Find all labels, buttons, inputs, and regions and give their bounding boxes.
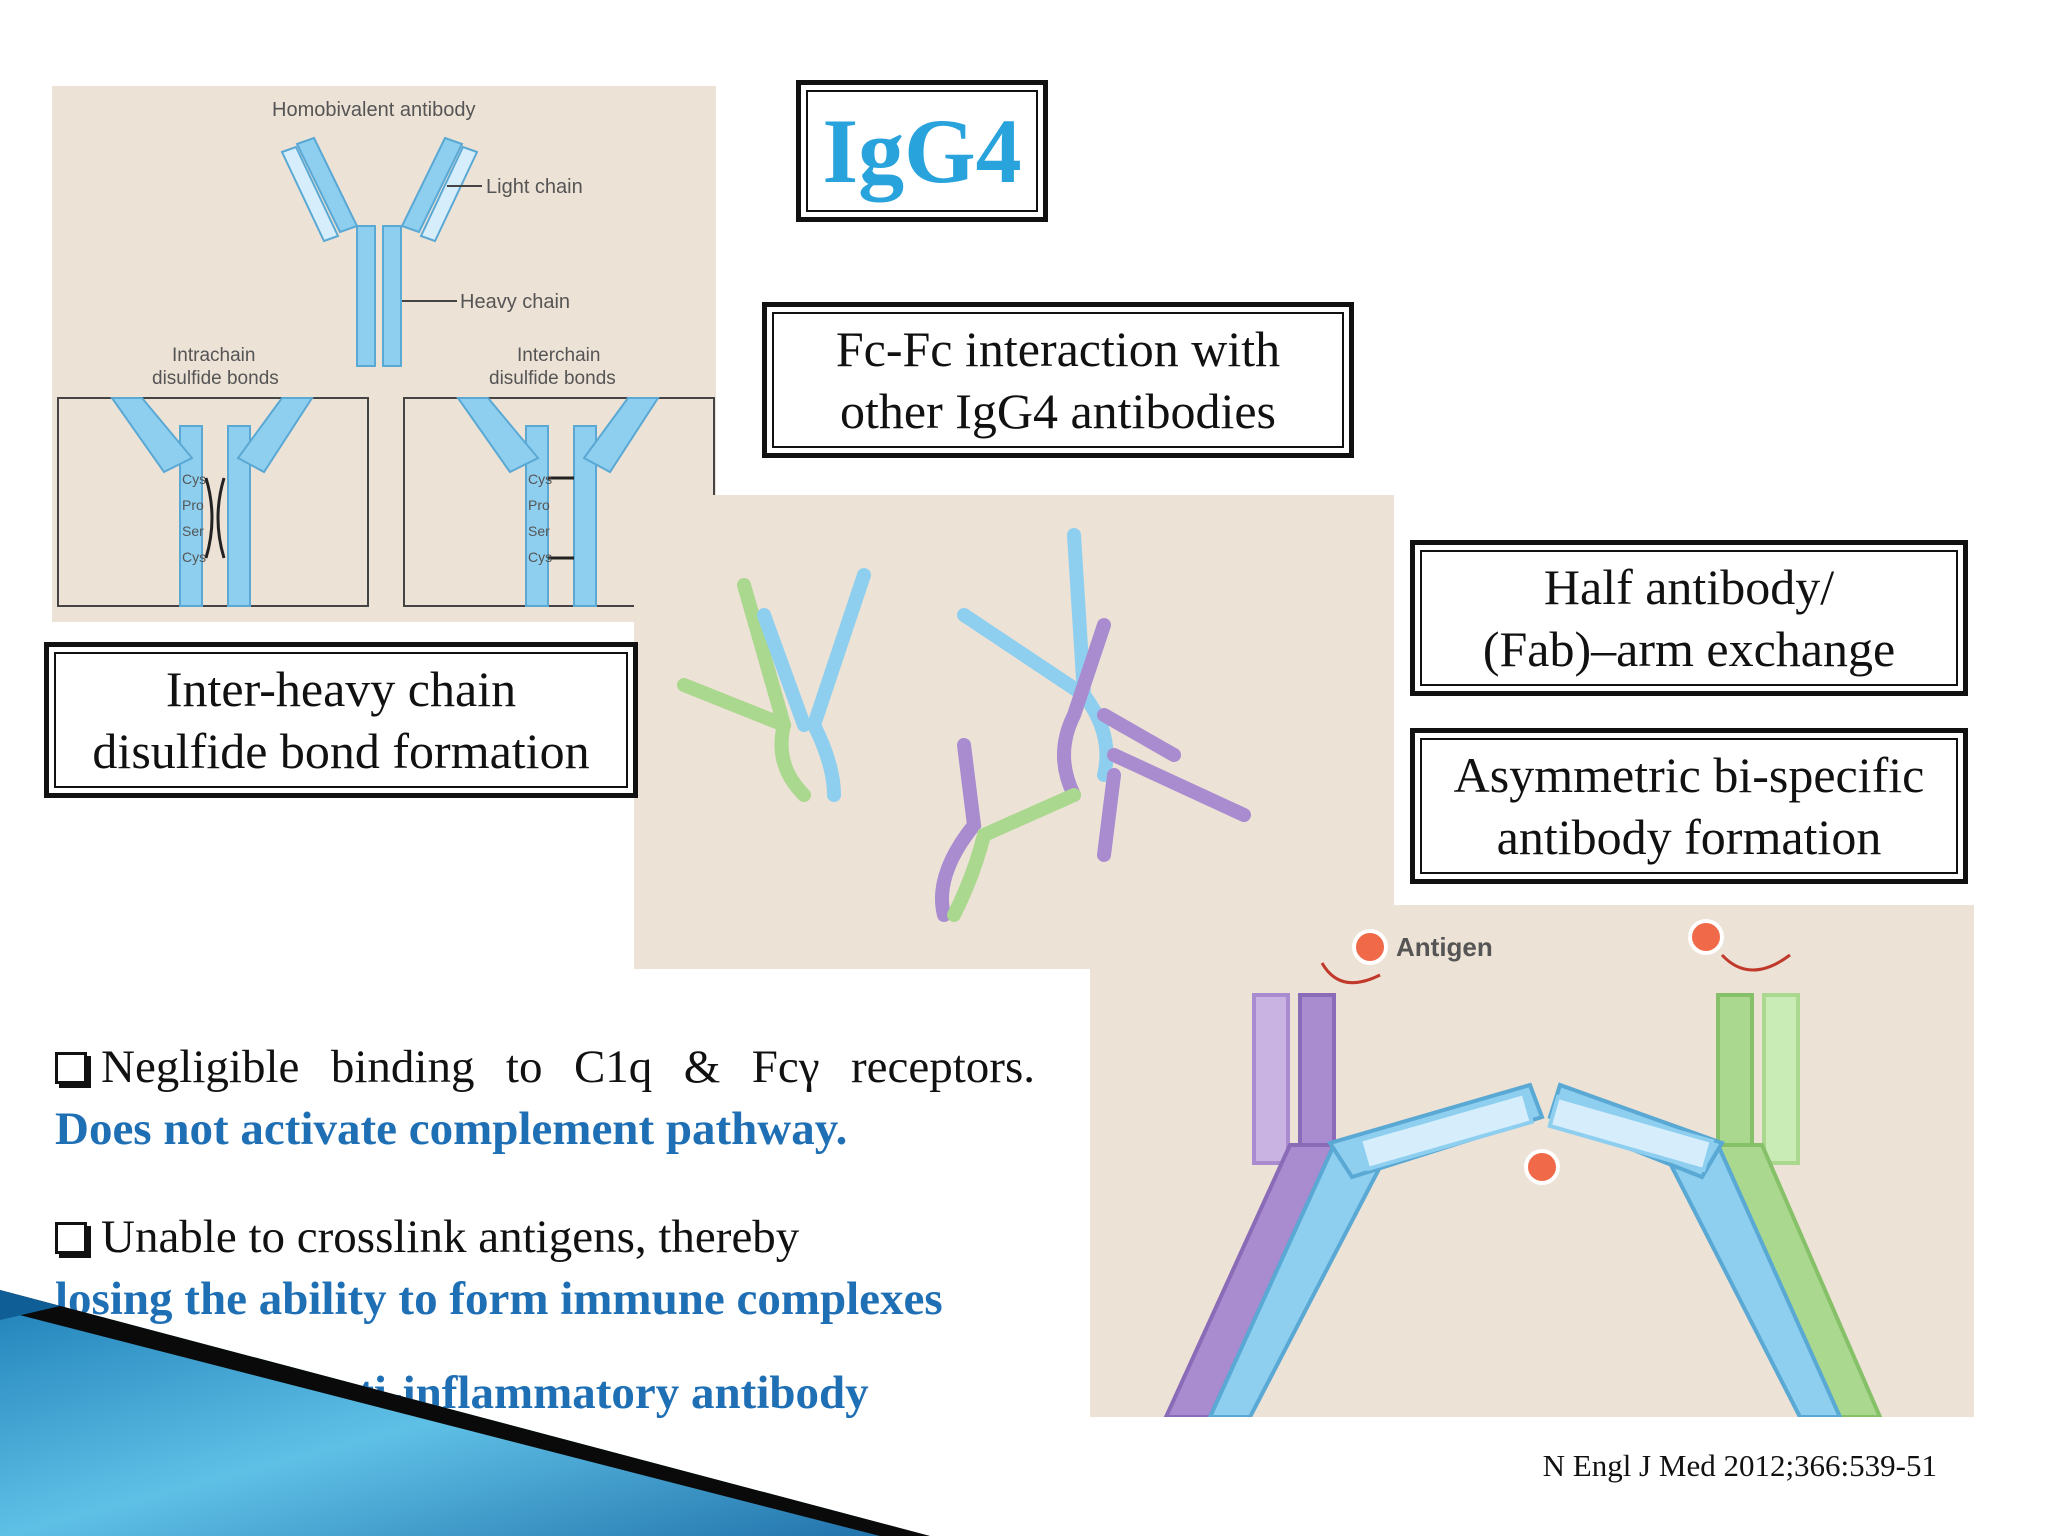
inter-heavy-line-2: disulfide bond formation [92, 723, 590, 779]
bullet-item-3: IgG4 is an anti-inflammatory antibody [55, 1362, 1055, 1424]
inter-heavy-line-1: Inter-heavy chain [165, 661, 517, 717]
inter-heavy-box: Inter-heavy chain disulfide bond formati… [44, 642, 638, 798]
asymmetric-line-1: Asymmetric bi-specific [1453, 747, 1925, 803]
label-antigen: Antigen [1396, 932, 1493, 962]
igg4-structure-figure: Homobivalent antibody Light chain Heavy … [52, 86, 716, 622]
bullet-item-2: Unable to crosslink antigens, thereby [55, 1206, 1055, 1268]
half-antibody-line-1: Half antibody/ [1543, 559, 1835, 615]
bullet-highlight-3: anti-inflammatory antibody [308, 1367, 869, 1419]
antibody-diagram [280, 136, 479, 367]
antigen-center [1524, 1149, 1560, 1185]
bullet-highlight-1: Does not activate complement pathway. [55, 1103, 848, 1155]
label-heavy-chain: Heavy chain [460, 291, 570, 313]
label-light-chain: Light chain [486, 176, 583, 198]
fc-fc-line-1: Fc-Fc interaction with [835, 321, 1281, 377]
half-antibody-line-2: (Fab)–arm exchange [1482, 621, 1896, 677]
bullet-list-2: Unable to crosslink antigens, thereby lo… [55, 1206, 1055, 1330]
residue-cys-3: Cys [528, 471, 552, 487]
residue-pro-1: Pro [182, 497, 204, 513]
fab-arm-exchange-figure [634, 495, 1394, 969]
bullet-item-1: Negligible binding to C1q & Fcγ receptor… [55, 1036, 1035, 1098]
citation: N Engl J Med 2012;366:539-51 [1542, 1448, 1937, 1483]
residue-pro-2: Pro [528, 497, 550, 513]
label-interchain: Interchain [517, 345, 600, 366]
bullet-list-3: IgG4 is an anti-inflammatory antibody [55, 1362, 1055, 1424]
fc-fc-line-2: other IgG4 antibodies [839, 383, 1276, 439]
checkbox-icon [55, 1052, 87, 1084]
label-homobivalent: Homobivalent antibody [272, 99, 475, 121]
fc-fc-interaction-box: Fc-Fc interaction with other IgG4 antibo… [762, 302, 1354, 458]
label-intrachain: Intrachain [172, 345, 255, 366]
asymmetric-line-2: antibody formation [1496, 809, 1882, 865]
residue-ser-2: Ser [528, 523, 550, 539]
asymmetric-box: Asymmetric bi-specific antibody formatio… [1410, 728, 1968, 884]
bullet-list: Negligible binding to C1q & Fcγ receptor… [55, 1036, 1055, 1160]
bispecific-antibody-figure: Antigen [1090, 905, 1974, 1417]
checkbox-icon [55, 1378, 87, 1410]
page-title: IgG4 [806, 90, 1038, 212]
checkbox-icon [55, 1222, 87, 1254]
residue-ser-1: Ser [182, 523, 204, 539]
title-box: IgG4 [796, 80, 1048, 222]
antigen-left [1352, 929, 1388, 965]
half-antibody-box: Half antibody/ (Fab)–arm exchange [1410, 540, 1968, 696]
residue-cys-1: Cys [182, 471, 206, 487]
residue-cys-4: Cys [528, 549, 552, 565]
antigen-right [1688, 919, 1724, 955]
bullet-highlight-2: losing the ability to form immune comple… [55, 1273, 943, 1325]
label-intrachain-2: disulfide bonds [152, 368, 279, 389]
label-interchain-2: disulfide bonds [489, 368, 616, 389]
residue-cys-2: Cys [182, 549, 206, 565]
